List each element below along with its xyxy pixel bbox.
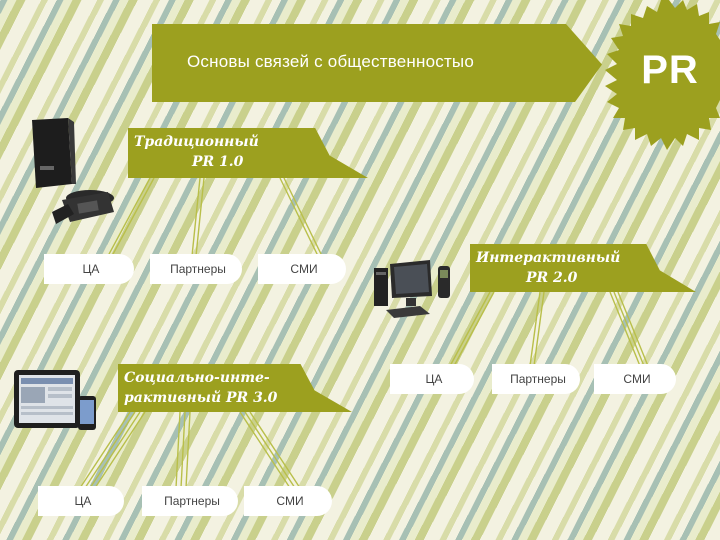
pill-label: ЦА [425, 372, 443, 386]
pill-partners: Партнеры [492, 364, 580, 394]
pill-media: СМИ [258, 254, 346, 284]
tag-line-1: Интерактивный [476, 250, 621, 266]
pill-audience: ЦА [38, 486, 124, 516]
book-phone-icon [32, 118, 114, 224]
tablet-phone-icon [14, 370, 96, 430]
pill-label: ЦА [74, 494, 92, 508]
pill-label: СМИ [623, 372, 651, 386]
pill-media: СМИ [244, 486, 332, 516]
tag-line-1: Социально-инте- [124, 370, 270, 386]
pill-partners: Партнеры [142, 486, 238, 516]
pill-label: Партнеры [164, 494, 220, 508]
tag-line-2: PR 1.0 [192, 154, 244, 170]
pr-badge-label: PR [641, 48, 699, 92]
burst-badge-icon [605, 0, 720, 150]
tag-line-1: Традиционный [134, 134, 259, 150]
branch-tag-traditional: Традиционный PR 1.0 [128, 128, 368, 178]
pill-label: Партнеры [170, 262, 226, 276]
pill-label: Партнеры [510, 372, 566, 386]
pill-label: ЦА [82, 262, 100, 276]
pill-label: СМИ [290, 262, 318, 276]
pill-audience: ЦА [390, 364, 474, 394]
tag-line-2: рактивный PR 3.0 [124, 390, 278, 406]
tag-line-2: PR 2.0 [526, 270, 578, 286]
title-banner [152, 24, 602, 102]
pill-audience: ЦА [44, 254, 134, 284]
pill-media: СМИ [594, 364, 676, 394]
page-title: Основы связей с общественностыо [187, 52, 474, 71]
pill-label: СМИ [276, 494, 304, 508]
pill-partners: Партнеры [150, 254, 242, 284]
desktop-computer-icon [374, 260, 450, 318]
